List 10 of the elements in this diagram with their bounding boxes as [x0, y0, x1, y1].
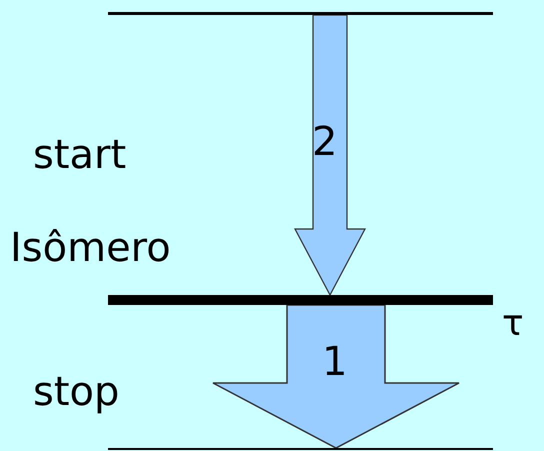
- block-arrow: [212, 304, 460, 449]
- level-line: [108, 12, 493, 15]
- level-name: Isômero: [10, 228, 171, 268]
- block-arrow: [294, 14, 366, 296]
- level-line: [108, 448, 493, 450]
- edge-label: 2: [312, 122, 338, 162]
- edge-label: 1: [322, 342, 348, 382]
- transition-note: start: [33, 135, 126, 175]
- lifetime-symbol: τ: [502, 306, 524, 342]
- transition-note: stop: [33, 372, 120, 412]
